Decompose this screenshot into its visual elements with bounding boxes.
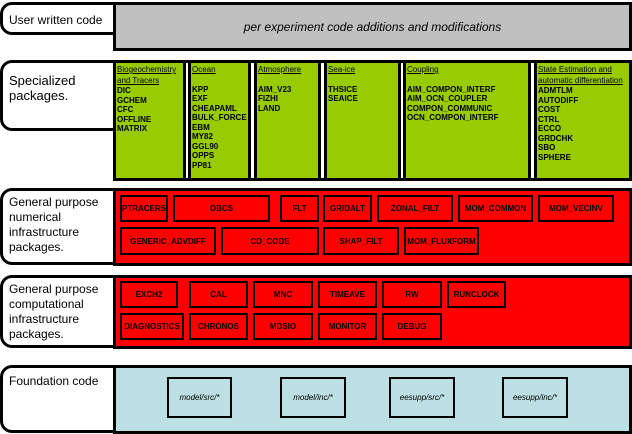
package-item[interactable]: FIZHI: [258, 94, 278, 103]
label-specialized-packages: Specialized packages.: [0, 60, 118, 131]
package-runclock[interactable]: RUNCLOCK: [447, 281, 506, 308]
package-cd-code[interactable]: CD_CODE: [221, 227, 319, 255]
package-item[interactable]: AIM_V23: [258, 84, 292, 94]
package-item[interactable]: PP81: [192, 160, 212, 170]
package-cal[interactable]: CAL: [189, 281, 248, 308]
package-gridalt[interactable]: GRIDALT: [323, 195, 372, 222]
package-mnc[interactable]: MNC: [253, 281, 313, 308]
package-debug[interactable]: DEBUG: [382, 313, 442, 340]
user-code-text: per experiment code additions and modifi…: [243, 19, 502, 34]
package-item[interactable]: SPHERE: [538, 152, 571, 162]
package-mdsio[interactable]: MDSIO: [253, 313, 313, 340]
package-item[interactable]: MATRIX: [117, 124, 148, 133]
package-item[interactable]: CHEAPAML: [192, 103, 237, 113]
package-flt[interactable]: FLT: [280, 195, 319, 222]
column-title: Coupling: [407, 65, 439, 74]
user-code-band: per experiment code additions and modifi…: [113, 2, 632, 51]
package-mom-common[interactable]: MOM_COMMON: [458, 195, 533, 222]
package-item[interactable]: AIM_COMPON_INTERF: [407, 84, 496, 94]
package-item[interactable]: GCHEM: [117, 95, 147, 105]
package-item[interactable]: AIM_OCN_COUPLER: [407, 94, 488, 103]
column-title: Sea-ice: [328, 65, 356, 74]
label-user-written-code: User written code: [0, 2, 118, 35]
package-ptracers[interactable]: PTRACERS: [120, 195, 168, 222]
package-item[interactable]: EBM: [192, 122, 210, 132]
package-eesupp-src[interactable]: eesupp/src/*: [389, 377, 455, 418]
package-item[interactable]: OPPS: [192, 151, 215, 160]
label-numerical-infrastructure: General purpose numerical infrastructure…: [0, 188, 118, 265]
package-model-src[interactable]: model/src/*: [167, 377, 232, 418]
package-shap-filt[interactable]: SHAP_FILT: [323, 227, 399, 255]
column-title: State Estimation and: [538, 65, 612, 74]
package-mom-fluxform[interactable]: MOM_FLUXFORM: [404, 227, 479, 255]
package-mom-vecinv[interactable]: MOM_VECINV: [538, 195, 614, 222]
package-eesupp-inc[interactable]: eesupp/inc/*: [502, 377, 568, 418]
column-title: Atmosphere: [258, 65, 302, 74]
package-model-inc[interactable]: model/inc/*: [280, 377, 346, 418]
package-chronos[interactable]: CHRONOS: [189, 313, 248, 340]
package-generic-advdiff[interactable]: GENERIC_ADVDIFF: [120, 227, 216, 255]
package-item[interactable]: DIC: [117, 86, 131, 95]
package-zonal-filt[interactable]: ZONAL_FILT: [377, 195, 453, 222]
package-item[interactable]: THSICE: [328, 84, 358, 94]
package-item[interactable]: MY82: [192, 132, 213, 141]
label-computational-infrastructure: General purpose computational infrastruc…: [0, 275, 118, 348]
package-item[interactable]: AUTODIFF: [538, 95, 579, 105]
column-title: automatic differentiation: [538, 75, 623, 85]
package-item[interactable]: OCN_COMPON_INTERF: [407, 113, 499, 122]
package-item[interactable]: COMPON_COMMUNIC: [407, 103, 493, 113]
package-item[interactable]: ECCO: [538, 124, 562, 133]
package-rw[interactable]: RW: [382, 281, 442, 308]
package-item[interactable]: EXF: [192, 94, 208, 103]
package-monitor[interactable]: MONITOR: [318, 313, 377, 340]
package-diagnostics[interactable]: DIAGNOSTICS: [120, 313, 184, 340]
column-title: Ocean: [192, 65, 216, 74]
package-item[interactable]: SBO: [538, 143, 556, 152]
package-item[interactable]: GRDCHK: [538, 133, 574, 143]
package-item[interactable]: LAND: [258, 103, 281, 113]
package-item[interactable]: ADMTLM: [538, 86, 573, 95]
package-exch2[interactable]: EXCH2: [120, 281, 178, 308]
column-title: and Tracers: [117, 75, 160, 85]
package-timeave[interactable]: TIMEAVE: [318, 281, 377, 308]
package-item[interactable]: GGL90: [192, 141, 219, 151]
column-title: Biogeochemistry: [117, 65, 177, 74]
package-item[interactable]: OFFLINE: [117, 114, 152, 124]
package-item[interactable]: BULK_FORCE: [192, 113, 247, 122]
package-item[interactable]: KPP: [192, 84, 209, 94]
label-foundation-code: Foundation code: [0, 365, 118, 433]
package-obcs[interactable]: OBCS: [173, 195, 270, 222]
package-item[interactable]: CTRL: [538, 114, 560, 124]
package-item[interactable]: CFC: [117, 105, 134, 114]
package-item[interactable]: SEAICE: [328, 94, 358, 103]
package-item[interactable]: COST: [538, 105, 561, 114]
